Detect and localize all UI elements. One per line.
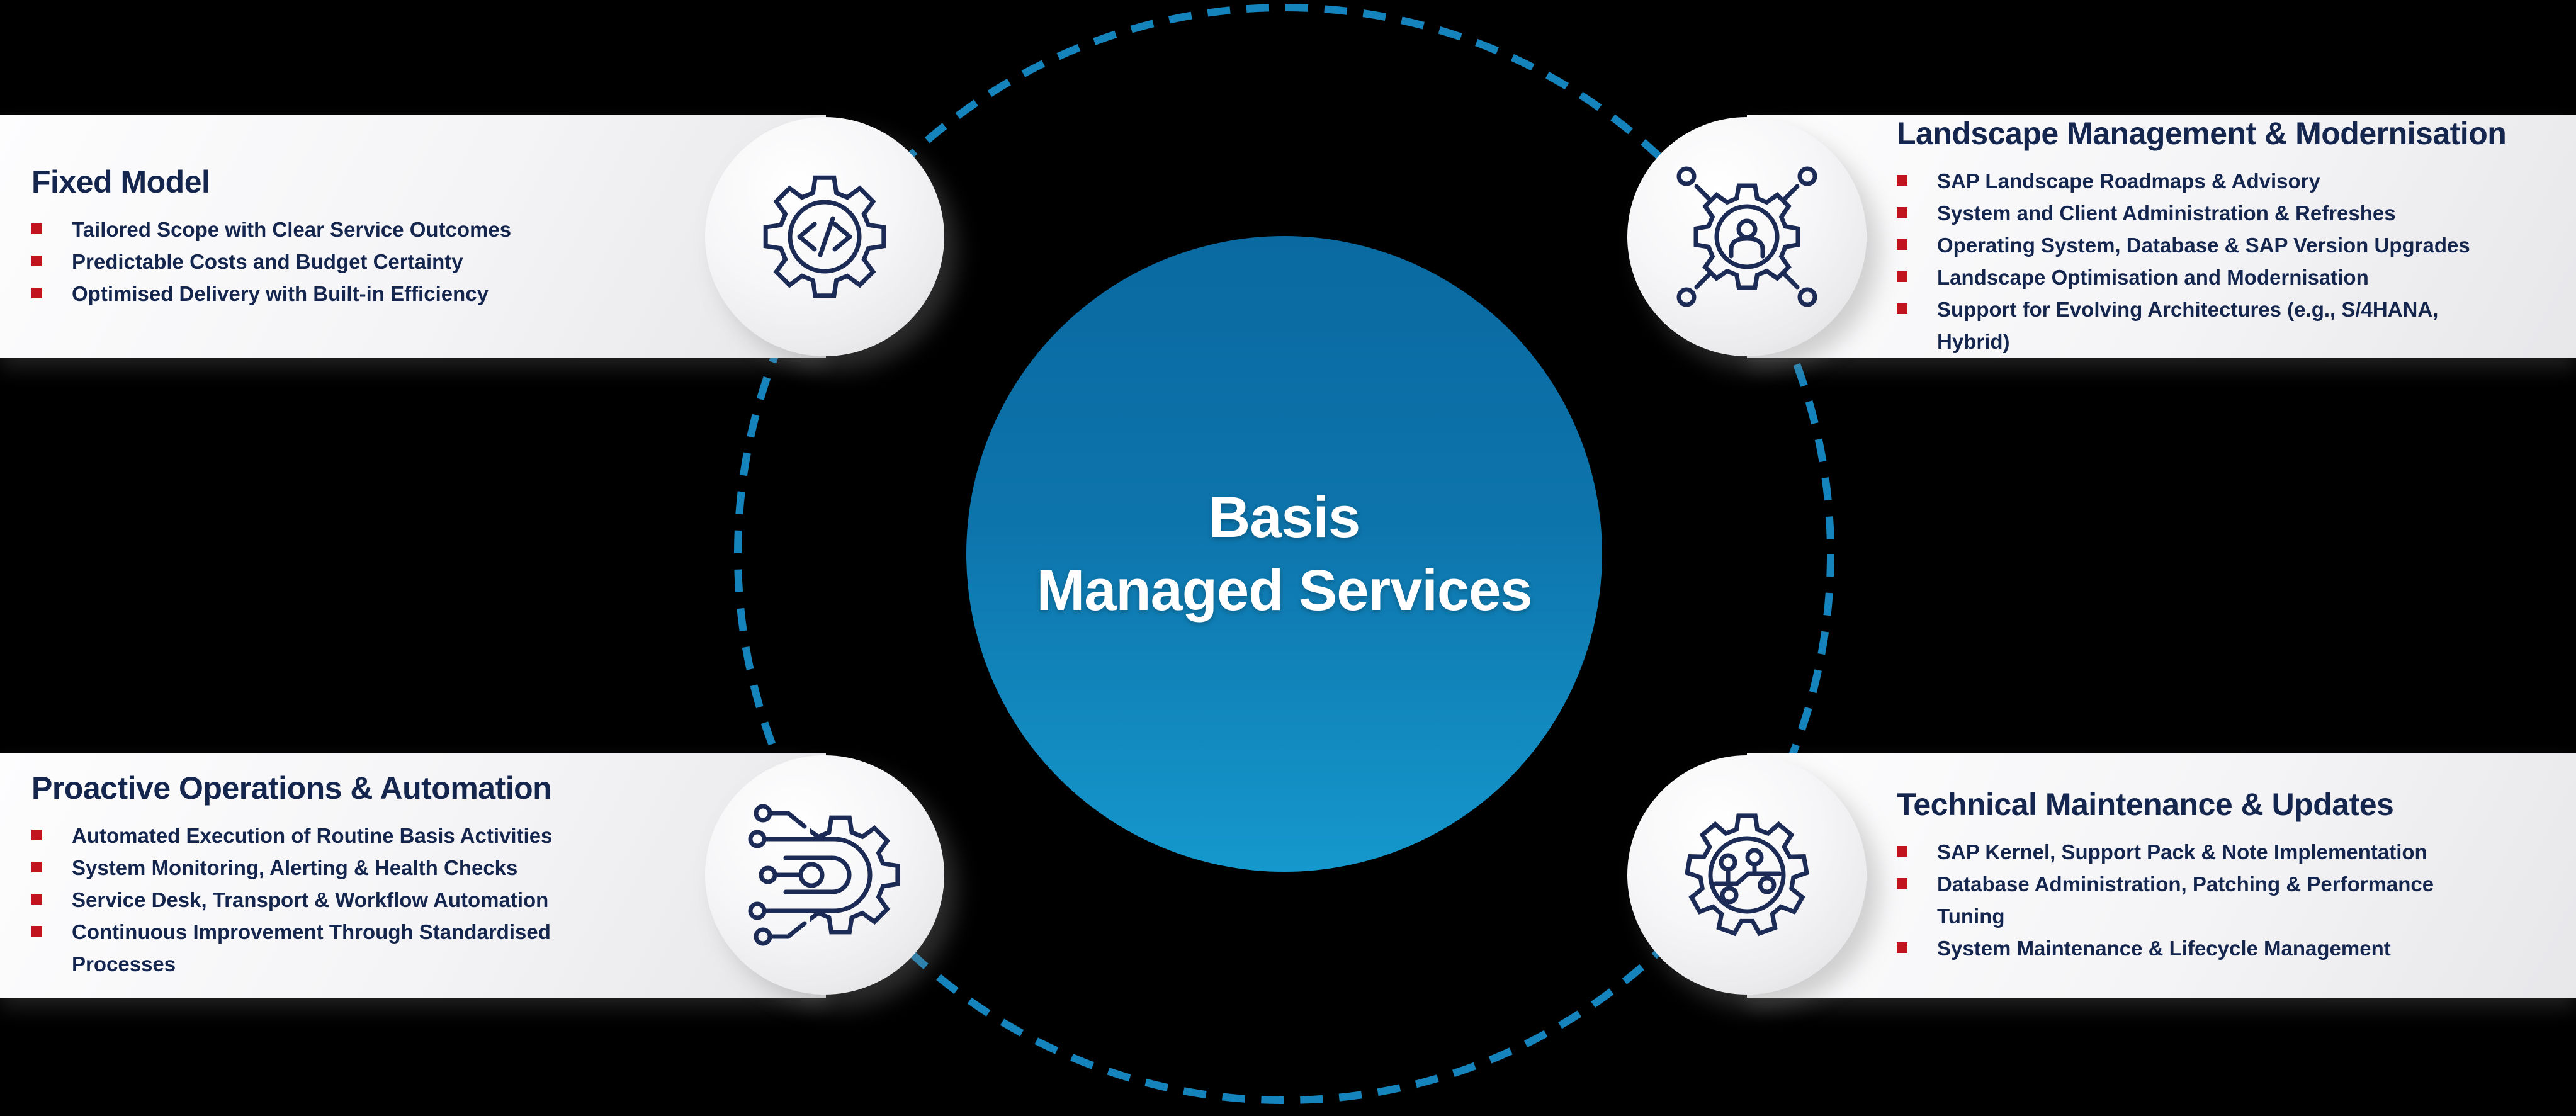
bullet-item: SAP Landscape Roadmaps & Advisory [1897, 165, 2557, 197]
bullet-item: Service Desk, Transport & Workflow Autom… [31, 884, 669, 916]
badge-landscape-management [1627, 117, 1867, 356]
center-title-line2: Managed Services [1036, 558, 1533, 623]
panel-title: Landscape Management & Modernisation [1897, 116, 2507, 151]
bullet-list: Automated Execution of Routine Basis Act… [31, 820, 669, 980]
bullet-square-icon [31, 894, 42, 905]
bullet-item: Database Administration, Patching & Perf… [1897, 868, 2557, 932]
orbit-circle [734, 4, 1834, 1104]
bullet-item: System Monitoring, Alerting & Health Che… [31, 852, 669, 884]
circuit-board-gear-icon [1685, 813, 1809, 937]
badge-technical-maintenance [1627, 755, 1867, 995]
bullet-item: Support for Evolving Architectures (e.g.… [1897, 293, 2557, 358]
bullet-square-icon [1897, 942, 1907, 953]
bullet-square-icon [1897, 175, 1907, 186]
panel-title: Technical Maintenance & Updates [1897, 786, 2394, 822]
bullet-square-icon [1897, 877, 1907, 889]
panel-title: Proactive Operations & Automation [31, 770, 552, 806]
bullet-square-icon [31, 287, 42, 298]
bullet-square-icon [1897, 207, 1907, 218]
bullet-item: Operating System, Database & SAP Version… [1897, 229, 2557, 261]
bullet-square-icon [31, 926, 42, 937]
bullet-list: SAP Landscape Roadmaps & Advisory System… [1897, 165, 2557, 358]
bullet-item: Predictable Costs and Budget Certainty [31, 245, 669, 278]
panel-landscape-management: Landscape Management & Modernisation SAP… [1747, 115, 2576, 358]
bullet-square-icon [1897, 845, 1907, 857]
bullet-list: Tailored Scope with Clear Service Outcom… [31, 213, 669, 310]
bullet-item: SAP Kernel, Support Pack & Note Implemen… [1897, 836, 2557, 868]
bullet-square-icon [31, 223, 42, 234]
bullet-square-icon [1897, 303, 1907, 314]
panel-technical-maintenance: Technical Maintenance & Updates SAP Kern… [1747, 753, 2576, 998]
center-circle: Basis Managed Services [966, 236, 1602, 872]
panel-fixed-model: Fixed Model Tailored Scope with Clear Se… [0, 115, 826, 358]
bullet-item: System Maintenance & Lifecycle Managemen… [1897, 932, 2557, 964]
bullet-item: Automated Execution of Routine Basis Act… [31, 820, 669, 852]
bullet-square-icon [1897, 239, 1907, 250]
bullet-square-icon [31, 255, 42, 266]
network-nodes-gear-icon [1676, 166, 1817, 307]
bullet-item: Tailored Scope with Clear Service Outcom… [31, 213, 669, 245]
center-title-line1: Basis [1208, 485, 1360, 550]
badge-proactive-operations [705, 755, 944, 995]
panel-proactive-operations: Proactive Operations & Automation Automa… [0, 753, 826, 998]
code-gear-icon [763, 175, 886, 298]
automation-circuit-gear-icon [748, 804, 900, 946]
bullet-item: Optimised Delivery with Built-in Efficie… [31, 278, 669, 310]
bullet-item: System and Client Administration & Refre… [1897, 197, 2557, 229]
bullet-item: Continuous Improvement Through Standardi… [31, 916, 669, 980]
bullet-square-icon [31, 830, 42, 840]
panel-title: Fixed Model [31, 164, 210, 200]
badge-fixed-model [705, 117, 944, 356]
bullet-list: SAP Kernel, Support Pack & Note Implemen… [1897, 836, 2557, 964]
bullet-item: Landscape Optimisation and Modernisation [1897, 261, 2557, 293]
bullet-square-icon [31, 862, 42, 872]
bullet-square-icon [1897, 271, 1907, 282]
